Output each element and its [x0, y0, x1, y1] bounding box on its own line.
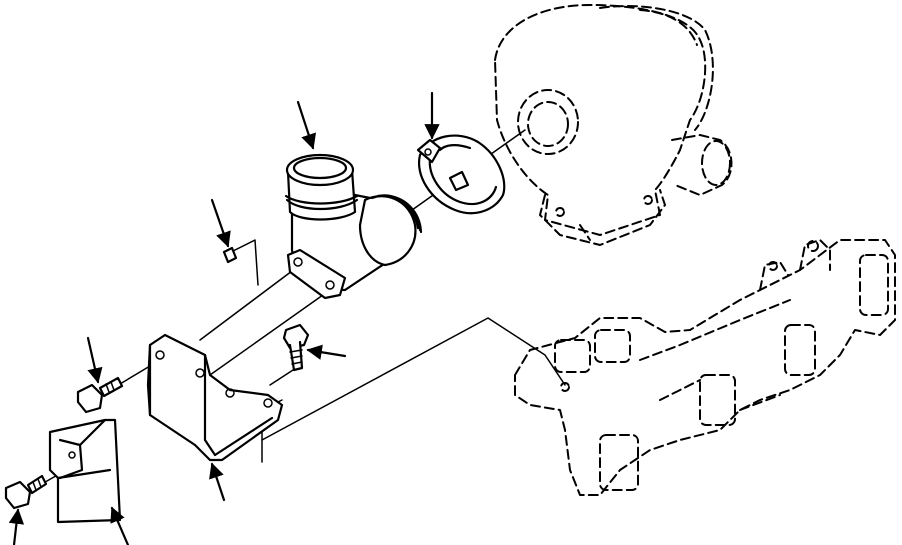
callout-screw: [210, 198, 231, 248]
small-bracket: [48, 418, 122, 524]
callout-bracket: [209, 462, 226, 502]
support-bracket: [146, 333, 284, 462]
elbow-pipe: [284, 153, 423, 300]
exhaust-manifold-phantom: [514, 239, 896, 496]
callout-arrows: [8, 91, 440, 545]
callout-bolt-bottom: [8, 508, 25, 545]
callout-bolt-left: [86, 336, 103, 384]
callout-bolt-right: [306, 344, 347, 360]
mounting-bolt-right: [282, 323, 310, 372]
callout-small-bracket: [110, 506, 130, 545]
callout-elbow: [296, 100, 317, 150]
small-screw: [222, 246, 238, 264]
turbocharger-phantom: [494, 4, 733, 246]
mounting-bolt-bottom: [4, 474, 48, 510]
mounting-bolt-left: [76, 376, 124, 414]
v-band-clamp: [416, 134, 506, 215]
